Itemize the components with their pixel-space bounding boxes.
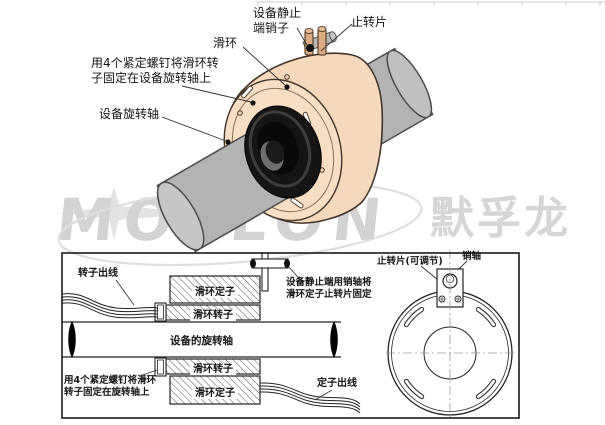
label-stop-tab-adjustable: 止转片(可调节) — [377, 256, 443, 267]
bottom-leader-lines — [115, 260, 468, 401]
label-set-screw-note-3d: 用4个紧定螺钉将滑环转 子固定在设备旋转轴上 — [91, 56, 219, 85]
label-stator-leadwire: 定子出线 — [317, 378, 357, 389]
set-screw-channels — [154, 302, 167, 377]
front-view-circle — [386, 250, 514, 418]
label-rotating-shaft-3d: 设备旋转轴 — [99, 107, 160, 121]
centerlines — [386, 250, 514, 418]
label-stationary-end-pin: 设备静止 端销子 — [253, 6, 302, 35]
label-stationary-pin-note: 设备静止端用销轴将 滑环定子止转片固定 — [286, 277, 372, 300]
stator-wires — [259, 382, 361, 414]
rotor-ring — [244, 105, 322, 199]
panel-border — [61, 252, 520, 419]
section-shaft — [62, 321, 341, 358]
top-leader-dots — [225, 84, 290, 145]
rotor-top-text: 滑环转子 — [190, 310, 236, 321]
label-rotor-bottom: 滑环转子 — [166, 360, 260, 375]
label-device-shaft: 设备的旋转轴 — [170, 335, 233, 347]
bottom-section-panel — [61, 250, 520, 419]
watermark-logo: MOFLON 默孚龙 — [53, 186, 571, 254]
label-rotor-leadwire: 转子出线 — [78, 268, 118, 279]
stator-bottom-text: 滑环定子 — [192, 388, 238, 399]
top-leader-lines — [161, 23, 353, 142]
rotor-wires — [61, 293, 159, 319]
top-3d-illustration — [156, 23, 434, 253]
rotor-bottom-text: 滑环转子 — [190, 364, 236, 375]
flange-slots — [403, 306, 497, 400]
label-stator-bottom: 滑环定子 — [170, 384, 260, 399]
stator-top-text: 滑环定子 — [192, 287, 238, 298]
label-rotor-top: 滑环转子 — [166, 306, 260, 321]
label-stator-top: 滑环定子 — [170, 283, 260, 298]
label-pin-axle: 销轴 — [462, 251, 482, 262]
label-slip-ring: 滑环 — [213, 36, 238, 50]
watermark-brand-cn-text: 默孚龙 — [430, 193, 571, 244]
label-stop-tab-3d: 止转片 — [351, 15, 388, 29]
label-set-screw-note-section: 用4个紧定螺钉将滑环 转子固定在旋转轴上 — [64, 375, 157, 398]
stop-tab-pins — [302, 26, 337, 56]
top-crop-line — [256, 1, 605, 6]
